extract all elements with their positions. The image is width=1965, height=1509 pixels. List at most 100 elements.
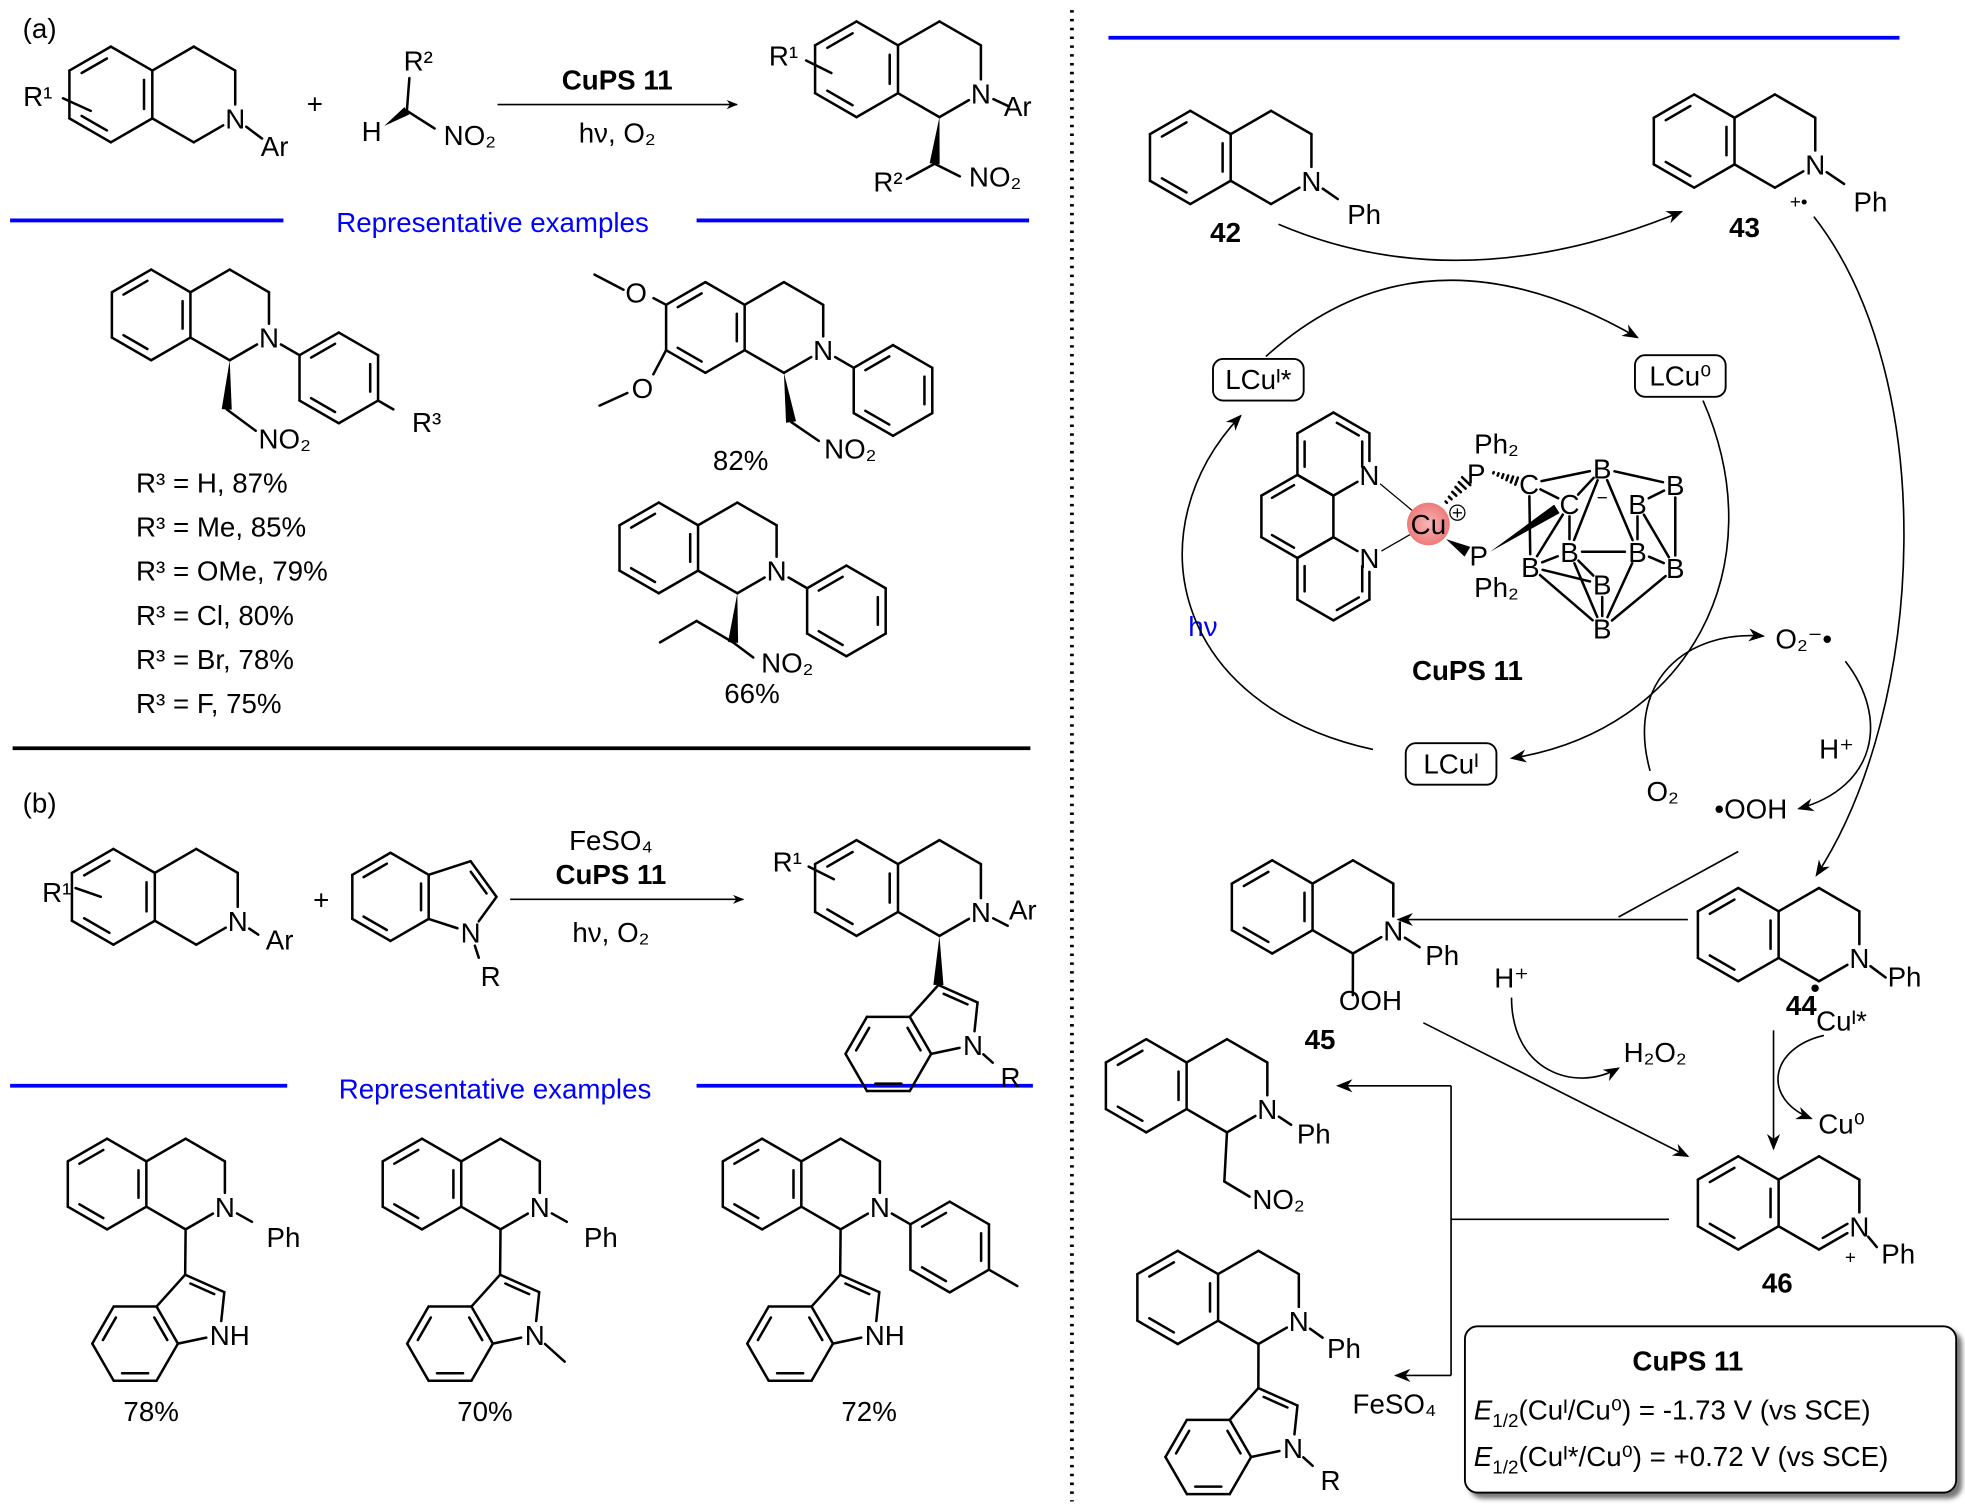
- bond: [1260, 535, 1299, 560]
- copper-charge: +: [1452, 503, 1463, 524]
- bond: [598, 391, 629, 407]
- atom-label: R: [481, 961, 501, 992]
- atom-label: B: [1666, 470, 1684, 501]
- double-bond-line: [1160, 121, 1188, 138]
- double-bond-line: [808, 1316, 824, 1342]
- bond: [1538, 573, 1594, 622]
- bond: [469, 859, 498, 899]
- double-bond-line: [1160, 177, 1188, 194]
- bond: [1308, 1327, 1324, 1339]
- bond: [908, 1052, 933, 1093]
- bond: [807, 865, 836, 881]
- proton-label: H⁺: [1819, 733, 1854, 764]
- bond: [91, 1305, 115, 1345]
- bond: [470, 1273, 502, 1308]
- bond: [61, 96, 92, 113]
- double-bond-line: [309, 342, 337, 359]
- conditions-label: hν, O₂: [579, 117, 656, 148]
- bond: [298, 399, 341, 425]
- bond: [1817, 963, 1849, 983]
- r3-result: R³ = H, 87%: [136, 468, 288, 499]
- atom-label: N: [1283, 1433, 1303, 1464]
- bond: [550, 1212, 569, 1224]
- bond: [498, 1273, 541, 1294]
- double-bond-line: [467, 1316, 484, 1342]
- bond: [844, 1015, 869, 1056]
- double-bond-line: [1262, 1395, 1289, 1409]
- bond: [855, 20, 900, 47]
- bond: [1381, 534, 1411, 552]
- compound-43: NPh: [1652, 93, 1887, 218]
- bond: [695, 619, 735, 644]
- compound-number: 43: [1729, 212, 1760, 243]
- oxygen-label: O₂: [1647, 776, 1679, 807]
- atom-label: N: [525, 1320, 545, 1351]
- bond: [470, 1305, 495, 1345]
- double-bond-line: [80, 114, 109, 132]
- bond: [1249, 1449, 1281, 1459]
- hydroperoxy-label: OOH: [1339, 985, 1402, 1016]
- bond: [189, 268, 231, 294]
- bond: [155, 1273, 187, 1308]
- bond: [1403, 936, 1421, 949]
- bond: [938, 838, 983, 866]
- phenyl-label: Ph: [266, 1222, 300, 1253]
- phenyl-label: Ph: [1425, 940, 1459, 971]
- bond: [1332, 535, 1359, 553]
- bond: [1229, 109, 1273, 136]
- double-bond-line: [469, 870, 488, 895]
- bond: [1148, 179, 1192, 206]
- bond: [1606, 561, 1634, 619]
- bond: [1541, 568, 1592, 583]
- bond: [1576, 476, 1595, 496]
- bond: [973, 1001, 979, 1033]
- bond: [145, 1137, 187, 1163]
- panel-a-label: (a): [23, 13, 57, 44]
- r1-label: R¹: [773, 847, 802, 878]
- bond: [1136, 1319, 1179, 1346]
- bond: [813, 91, 858, 119]
- bond: [938, 20, 983, 47]
- wedge-bond: [1446, 539, 1471, 557]
- bond: [109, 45, 154, 72]
- lcu1-box: [1404, 742, 1498, 786]
- bond: [908, 983, 940, 1019]
- r3-result: R³ = F, 75%: [136, 688, 282, 719]
- nitro-label: NO₂: [259, 423, 311, 454]
- atom-label: N: [1257, 1094, 1277, 1125]
- bond: [1696, 1155, 1740, 1181]
- bond: [1223, 1131, 1229, 1183]
- bond: [247, 927, 260, 936]
- bond: [813, 20, 858, 47]
- bond: [909, 1200, 951, 1226]
- hashed-bond: [1460, 476, 1472, 487]
- double-bond-line: [676, 292, 703, 309]
- hashed-bond: [1447, 495, 1453, 501]
- hashed-bond: [1450, 490, 1458, 497]
- bond: [351, 851, 392, 877]
- bond: [948, 1268, 991, 1294]
- hashed-bond: [1454, 485, 1463, 494]
- atom-label: B: [1560, 537, 1578, 568]
- bond: [1228, 1418, 1253, 1459]
- bond: [195, 847, 239, 875]
- r3-result: R³ = Cl, 80%: [136, 600, 294, 631]
- bond: [1642, 513, 1671, 559]
- hashed-bond: [1514, 476, 1520, 486]
- bond: [746, 1305, 770, 1345]
- bond: [235, 1212, 254, 1224]
- bond: [948, 1200, 991, 1226]
- bond: [833, 355, 856, 370]
- double-bond-line: [362, 915, 389, 932]
- bond: [1176, 1249, 1220, 1276]
- atom-label: B: [1593, 614, 1611, 645]
- bond: [68, 45, 113, 72]
- bond: [1225, 1037, 1269, 1064]
- info-box-frame: [1463, 1325, 1958, 1494]
- potential-line-2: E1/2(Cuᴵ*/Cu⁰) = +0.72 V (vs SCE): [1474, 1441, 1889, 1479]
- bond: [405, 76, 411, 113]
